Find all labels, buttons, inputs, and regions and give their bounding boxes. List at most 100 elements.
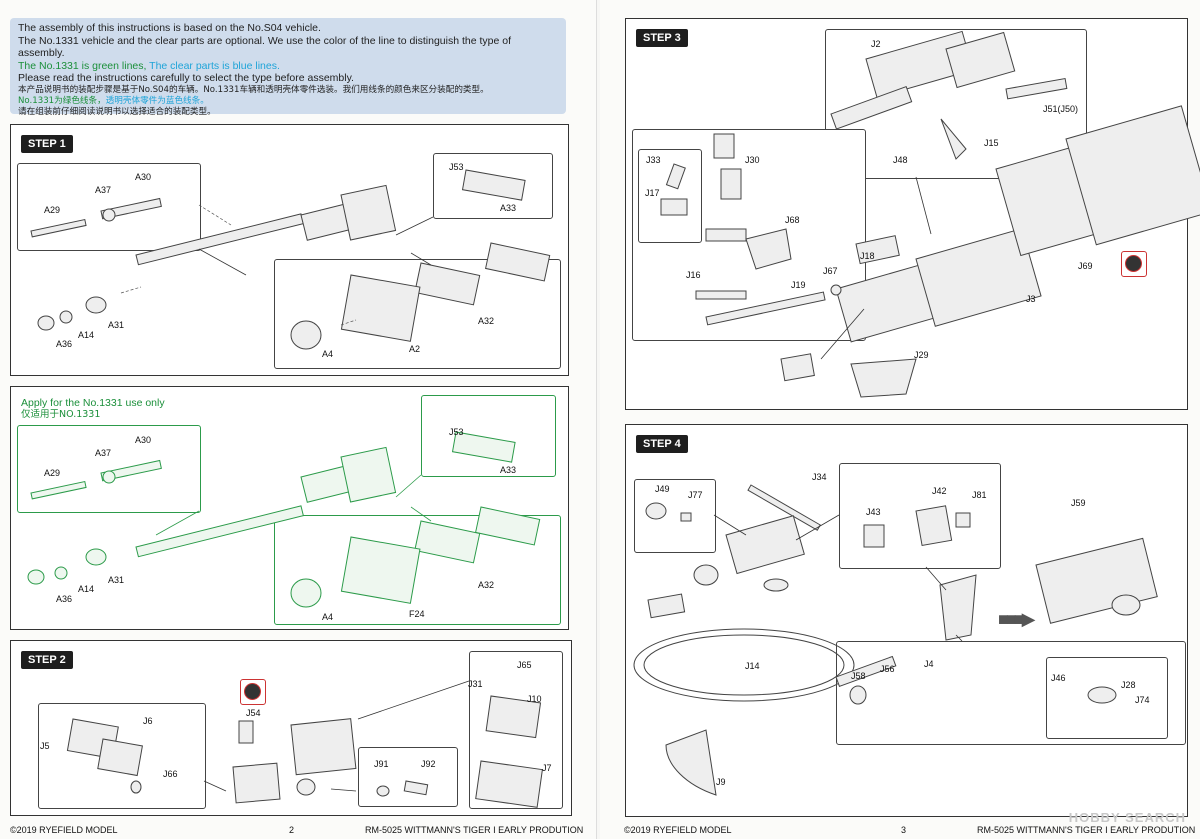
green-note-cn: No.1331为绿色线条， <box>18 95 106 106</box>
part-label: J5 <box>40 741 50 751</box>
part-label: J48 <box>893 155 908 165</box>
part-label: A4 <box>322 349 334 359</box>
sight-detail-box <box>358 747 458 807</box>
part-label: J2 <box>871 39 881 49</box>
barrel-detail-box-alt <box>17 425 201 513</box>
step-4-panel: STEP 4 ■■■▶ <box>625 424 1188 817</box>
part-label: J92 <box>421 759 436 769</box>
part-label: A32 <box>478 580 495 590</box>
apply-note-en: Apply for the No.1331 use only <box>21 397 165 409</box>
step-3-panel: STEP 3 <box>625 18 1200 410</box>
part-label: J15 <box>984 138 999 148</box>
part-label: A32 <box>478 316 495 326</box>
step-1-alt-panel: Apply for the No.1331 use only 仅适用于NO.13… <box>10 386 569 630</box>
part-label: J14 <box>745 661 760 671</box>
note-line: The assembly of this instructions is bas… <box>18 22 321 34</box>
step-4-label: STEP 4 <box>636 435 688 453</box>
part-label: J7 <box>542 763 552 773</box>
left-page: The assembly of this instructions is bas… <box>0 0 597 839</box>
part-label: J53 <box>449 162 464 172</box>
part-label: A31 <box>108 575 125 585</box>
note-line-cn: 本产品说明书的装配步骤是基于No.S04的车辆。No.1331车辆和透明壳体零件… <box>18 84 489 95</box>
part-label: J33 <box>646 155 661 165</box>
part-label: F24 <box>409 609 425 619</box>
note-line-cn: 请在组装前仔细阅读说明书以选择适合的装配类型。 <box>18 106 216 117</box>
footer-title: RM-5025 WITTMANN'S TIGER I EARLY PRODUTI… <box>977 825 1196 835</box>
step-4-drawing <box>633 484 1158 796</box>
part-label: J65 <box>517 660 532 670</box>
watermark: HOBBY SEARCH <box>1068 810 1186 825</box>
part-label: J74 <box>1135 695 1150 705</box>
part-label: J42 <box>932 486 947 496</box>
page-number: 2 <box>289 825 295 835</box>
part-label: A36 <box>56 594 73 604</box>
part-label: J53 <box>449 427 464 437</box>
part-label: J67 <box>823 266 838 276</box>
sight-sub-box <box>638 149 702 243</box>
part-label: J77 <box>688 490 703 500</box>
page-number: 3 <box>901 825 907 835</box>
note-line-colors: The No.1331 is green lines, The clear pa… <box>18 60 558 73</box>
part-label: J91 <box>374 759 389 769</box>
part-label: J29 <box>914 350 929 360</box>
step-2-drawing <box>66 680 543 808</box>
part-label: J51(J50) <box>1043 104 1079 114</box>
step-1-label: STEP 1 <box>21 135 73 153</box>
part-label: J4 <box>924 659 934 669</box>
part-label: A29 <box>44 468 61 478</box>
green-note: The No.1331 is green lines, <box>18 59 147 72</box>
part-label: J16 <box>686 270 701 280</box>
part-label: J58 <box>851 671 866 681</box>
note-line-cn-colors: No.1331为绿色线条，透明壳体零件为蓝色线条。 <box>18 96 558 107</box>
part-label: A2 <box>409 344 421 354</box>
step-3-label: STEP 3 <box>636 29 688 47</box>
part-label: J68 <box>785 215 800 225</box>
step-1-alt-drawing <box>27 431 541 608</box>
no-glue-icon <box>240 679 266 705</box>
part-label: J3 <box>1026 294 1036 304</box>
part-label: A33 <box>500 465 517 475</box>
part-label: A36 <box>56 339 73 349</box>
barrel-detail-box <box>17 163 201 251</box>
note-line: Please read the instructions carefully t… <box>18 72 354 85</box>
part-label: A33 <box>500 203 517 213</box>
step-2-panel: STEP 2 <box>10 640 572 816</box>
step-3-drawing <box>660 30 1200 398</box>
part-label: J49 <box>655 484 670 494</box>
part-label: J17 <box>645 188 660 198</box>
footer-copyright: ©2019 RYEFIELD MODEL <box>624 825 732 835</box>
part-label: J56 <box>880 664 895 674</box>
part-label: A37 <box>95 448 112 458</box>
footer-copyright: ©2019 RYEFIELD MODEL <box>10 825 118 835</box>
part-label: A14 <box>78 330 95 340</box>
part-label: J9 <box>716 777 726 787</box>
blue-note: The clear parts is blue lines. <box>146 59 280 72</box>
part-label: J66 <box>163 769 178 779</box>
part-label: A30 <box>135 172 152 182</box>
part-label: J19 <box>791 280 806 290</box>
step-2-label: STEP 2 <box>21 651 73 669</box>
part-label: J69 <box>1078 261 1093 271</box>
part-label: A31 <box>108 320 125 330</box>
part-label: J46 <box>1051 673 1066 683</box>
blue-note-cn: 透明壳体零件为蓝色线条。 <box>105 95 209 106</box>
mount-detail-box <box>839 463 1001 569</box>
footer-title: RM-5025 WITTMANN'S TIGER I EARLY PRODUTI… <box>365 825 584 835</box>
step-1-panel: STEP 1 <box>10 124 569 376</box>
part-label: A30 <box>135 435 152 445</box>
part-label: A29 <box>44 205 61 215</box>
apply-note-cn: 仅适用于NO.1331 <box>21 409 101 420</box>
part-label: A37 <box>95 185 112 195</box>
part-label: J31 <box>468 679 483 689</box>
part-label: J30 <box>745 155 760 165</box>
step-1-drawing <box>30 169 551 350</box>
apply-note: Apply for the No.1331 use only 仅适用于NO.13… <box>21 397 165 421</box>
part-label: J6 <box>143 716 153 726</box>
part-label: J81 <box>972 490 987 500</box>
part-label: J54 <box>246 708 261 718</box>
part-label: J10 <box>527 694 542 704</box>
part-label: J18 <box>860 251 875 261</box>
assembly-note: The assembly of this instructions is bas… <box>10 18 566 117</box>
right-page: STEP 3 <box>600 0 1200 839</box>
part-label: J34 <box>812 472 827 482</box>
